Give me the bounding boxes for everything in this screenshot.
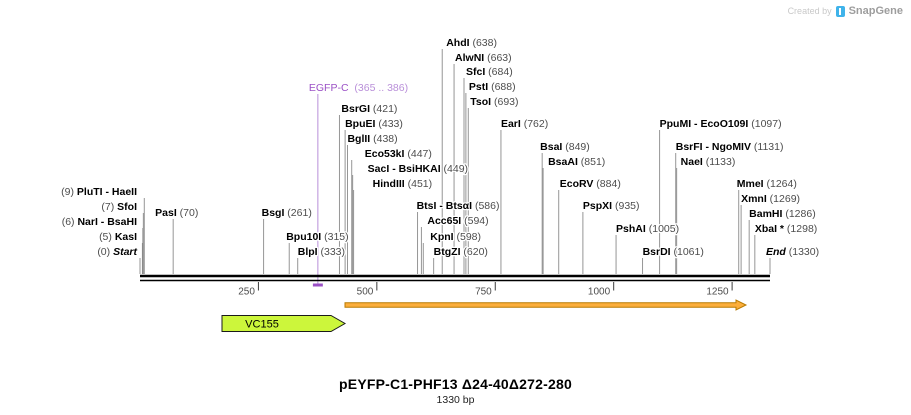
map-length: 1330 bp — [436, 394, 475, 406]
site-label-naei: NaeI (1133) — [681, 156, 736, 168]
site-label-ecorv: EcoRV (884) — [560, 178, 621, 190]
site-label-kpni: KpnI (598) — [430, 231, 481, 243]
site-label-eco53ki: Eco53kI (447) — [365, 148, 432, 160]
site-label-hindiii: HindIII (451) — [373, 178, 433, 190]
site-label-psti: PstI (688) — [469, 81, 516, 93]
site-label-sfci: SfcI (684) — [466, 66, 513, 78]
site-label-sfoi: (7) SfoI — [101, 201, 137, 213]
site-label-btsi-bts-i: BtsI - BtsαI (586) — [417, 200, 500, 212]
site-label-acc65i: Acc65I (594) — [427, 215, 488, 227]
site-label-start: (0) Start — [97, 246, 137, 258]
site-label-bpuei: BpuEI (433) — [345, 118, 403, 130]
site-label-bsai: BsaI (849) — [540, 141, 590, 153]
orf-arrow — [344, 299, 748, 311]
site-label-nari-bsahi: (6) NarI - BsaHI — [62, 216, 137, 228]
site-label-bamhi: BamHI (1286) — [749, 208, 816, 220]
site-label-bsrgi: BsrGI (421) — [341, 103, 397, 115]
ruler-label-250: 250 — [238, 287, 255, 298]
snapgene-logo-icon — [835, 5, 845, 17]
egfp-c-primer-bar — [312, 283, 323, 287]
ruler-label-750: 750 — [475, 287, 492, 298]
vc155-arrow-label: VC155 — [245, 319, 279, 331]
map-title: pEYFP-C1-PHF13 Δ24-40Δ272-280 — [339, 376, 572, 392]
egfp-c-primer-label: EGFP-C (365 .. 386) — [309, 82, 408, 94]
site-label-end: End (1330) — [766, 246, 819, 258]
site-label-btgzi: BtgZI (620) — [434, 246, 488, 258]
site-label-bsgi: BsgI (261) — [262, 207, 312, 219]
title-block: pEYFP-C1-PHF13 Δ24-40Δ272-280 1330 bp — [0, 376, 911, 406]
site-label-pasi: PasI (70) — [155, 207, 198, 219]
site-label-pluti-haeii: (9) PluTI - HaeII — [61, 186, 137, 198]
ruler-label-500: 500 — [357, 287, 374, 298]
snapgene-watermark: Created by SnapGene — [788, 5, 903, 17]
site-label-saci-bsihkai: SacI - BsiHKAI (449) — [368, 163, 468, 175]
site-label-bpu10i: Bpu10I (315) — [286, 231, 348, 243]
site-label-bsrfi-ngomiv: BsrFI - NgoMIV (1131) — [676, 141, 784, 153]
site-label-bsaai: BsaAI (851) — [548, 156, 605, 168]
site-label-xmni: XmnI (1269) — [741, 193, 800, 205]
ruler-label-1250: 1250 — [706, 287, 729, 298]
site-label-ppumi-ecoo109i: PpuMI - EcoO109I (1097) — [660, 118, 782, 130]
site-label-kasi: (5) KasI — [99, 231, 137, 243]
site-label-mmei: MmeI (1264) — [737, 178, 797, 190]
site-label-pshai: PshAI (1005) — [616, 223, 679, 235]
snapgene-brand-text: SnapGene — [848, 5, 903, 17]
site-label-tsoi: TsoI (693) — [470, 96, 518, 108]
site-label-bglii: BglII (438) — [347, 133, 397, 145]
site-label-pspxi: PspXI (935) — [583, 200, 640, 212]
site-label-bsrdi: BsrDI (1061) — [643, 246, 704, 258]
site-label-alwni: AlwNI (663) — [455, 52, 512, 64]
ruler-label-1000: 1000 — [588, 287, 611, 298]
created-by-text: Created by — [787, 6, 832, 16]
site-label-blpi: BlpI (333) — [298, 246, 345, 258]
site-label-eari: EarI (762) — [501, 118, 548, 130]
site-label-ahdi: AhdI (638) — [446, 37, 497, 49]
vc155-arrow — [221, 315, 347, 332]
site-label-xbai: XbaI * (1298) — [755, 223, 817, 235]
